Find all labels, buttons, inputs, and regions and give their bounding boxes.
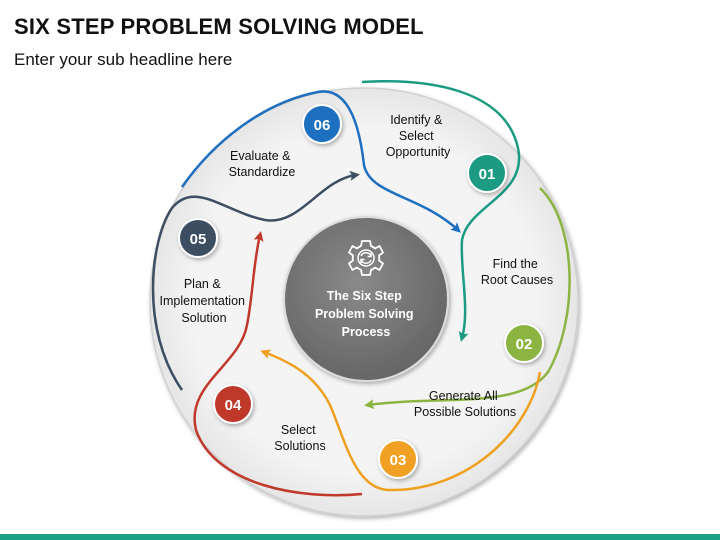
slide-subtitle: Enter your sub headline here — [14, 50, 233, 69]
slide-title: SIX STEP PROBLEM SOLVING MODEL — [14, 14, 424, 39]
step-badge-01: 01 — [467, 153, 507, 193]
step-number-01: 01 — [479, 166, 496, 183]
step-label-06: Evaluate & Standardize — [229, 149, 296, 179]
center-text-line-2: Problem Solving — [315, 307, 414, 321]
center-text-line-3: Process — [342, 325, 391, 339]
flow-arrow-1 — [361, 80, 521, 342]
step-badge-02: 02 — [504, 323, 544, 363]
gear-cycle-icon — [348, 240, 384, 276]
bottom-accent-bar — [0, 534, 720, 540]
flow-arrow-3 — [260, 349, 542, 492]
step-number-04: 04 — [225, 397, 242, 414]
flow-arrow-5 — [151, 170, 360, 391]
step-label-05: Plan & Implementation Solution — [160, 277, 249, 325]
step-number-02: 02 — [516, 336, 533, 353]
step-number-03: 03 — [390, 452, 407, 469]
step-badge-04: 04 — [213, 384, 253, 424]
flow-arrow-4 — [193, 231, 363, 497]
flow-arrow-2 — [364, 187, 571, 410]
step-label-04: Select Solutions — [274, 423, 325, 453]
step-label-01: Identify & Select Opportunity — [386, 113, 451, 159]
center-text-line-1: The Six Step — [327, 289, 402, 303]
step-badge-05: 05 — [178, 218, 218, 258]
center-circle — [283, 216, 449, 382]
svg-text:The Six Step Problem Solvi: The Six Step Problem Solving Process — [315, 289, 417, 339]
step-number-05: 05 — [190, 231, 207, 248]
step-label-02: Find the Root Causes — [481, 257, 553, 287]
flow-arrow-6 — [180, 90, 461, 233]
step-number-06: 06 — [314, 117, 331, 134]
step-badge-06: 06 — [302, 104, 342, 144]
step-label-03: Generate All Possible Solutions — [414, 389, 516, 419]
step-badge-03: 03 — [378, 439, 418, 479]
